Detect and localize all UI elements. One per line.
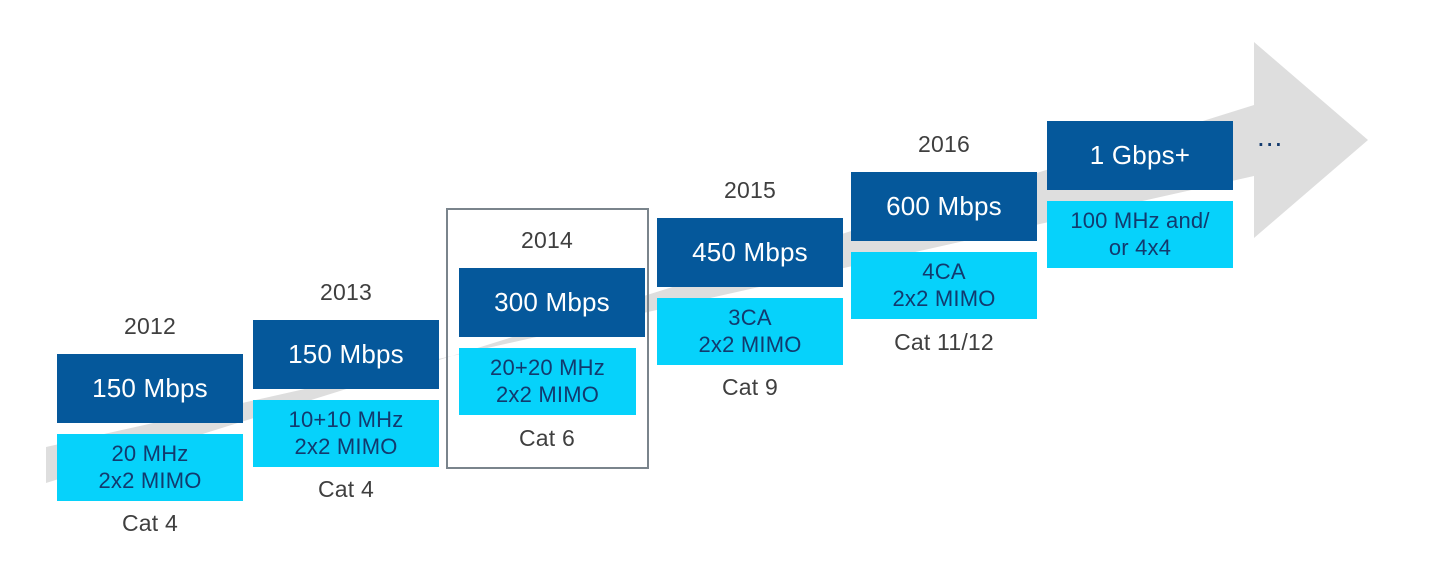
stage-2015-category: Cat 9: [722, 374, 778, 400]
stage-2013-category: Cat 4: [318, 476, 374, 502]
stage-future-spec-line1: 100 MHz and/: [1070, 207, 1210, 233]
stage-2012-year: 2012: [124, 313, 176, 339]
stage-2014-speed-box[interactable]: 300 Mbps: [459, 268, 645, 337]
stage-2016-category: Cat 11/12: [894, 329, 994, 355]
stage-future-spec-box[interactable]: 100 MHz and/ or 4x4: [1047, 201, 1233, 268]
stage-2013-speed-box[interactable]: 150 Mbps: [253, 320, 439, 389]
stage-2012-category: Cat 4: [122, 510, 178, 536]
stage-2012-spec-line1: 20 MHz: [111, 440, 189, 466]
stage-2013-year: 2013: [320, 279, 372, 305]
stage-future-speed-box[interactable]: 1 Gbps+: [1047, 121, 1233, 190]
stage-2014-highlight-frame: [446, 208, 649, 469]
stage-2013-spec-box[interactable]: 10+10 MHz 2x2 MIMO: [253, 400, 439, 467]
stage-2015-spec-box[interactable]: 3CA 2x2 MIMO: [657, 298, 843, 365]
stage-2013-spec-line1: 10+10 MHz: [288, 406, 404, 432]
stage-2015-spec-line2: 2x2 MIMO: [698, 331, 802, 357]
stage-2015-spec-line1: 3CA: [728, 304, 772, 330]
stage-2014-spec-line1: 20+20 MHz: [490, 354, 605, 380]
continuation-ellipsis: ...: [1257, 121, 1284, 152]
stage-2014-year: 2014: [521, 227, 573, 253]
stage-2015-year: 2015: [724, 177, 776, 203]
stage-2012-spec-line2: 2x2 MIMO: [98, 467, 202, 493]
stage-2013-spec-line2: 2x2 MIMO: [294, 433, 398, 459]
stage-2016-spec-line2: 2x2 MIMO: [892, 285, 996, 311]
stage-2016-spec-line1: 4CA: [922, 258, 966, 284]
stage-2012-speed-box[interactable]: 150 Mbps: [57, 354, 243, 423]
stage-2014-spec-box[interactable]: 20+20 MHz 2x2 MIMO: [459, 348, 636, 415]
stage-future-spec-line2: or 4x4: [1108, 234, 1172, 260]
stage-2016-speed-box[interactable]: 600 Mbps: [851, 172, 1037, 241]
stage-2016-spec-box[interactable]: 4CA 2x2 MIMO: [851, 252, 1037, 319]
stage-2016-year: 2016: [918, 131, 970, 157]
stage-2014-category: Cat 6: [519, 425, 575, 451]
stage-2015-speed-box[interactable]: 450 Mbps: [657, 218, 843, 287]
stage-2014-spec-line2: 2x2 MIMO: [495, 381, 600, 407]
stage-2012-spec-box[interactable]: 20 MHz 2x2 MIMO: [57, 434, 243, 501]
